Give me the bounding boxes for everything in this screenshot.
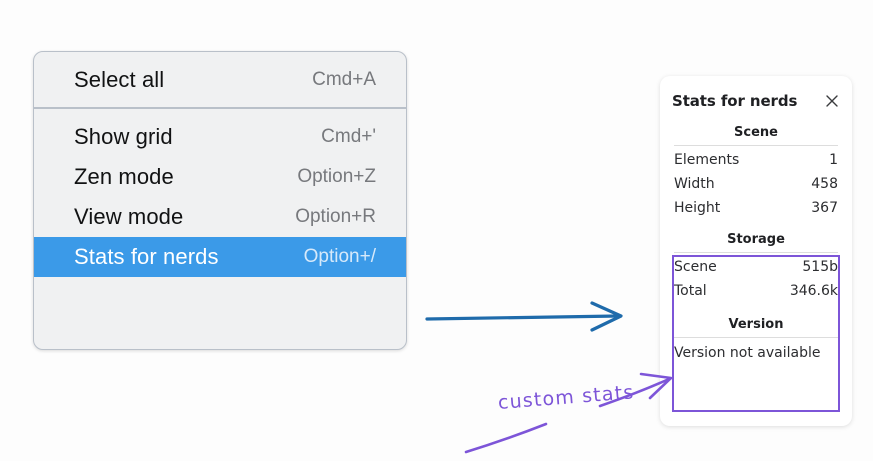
stats-section-heading-scene: Scene [734,125,778,140]
stats-for-nerds-panel: Stats for nerds Scene Elements 1 Width 4… [660,76,852,426]
stats-panel-header: Stats for nerds [672,88,840,114]
stat-row: Height 367 [672,196,840,220]
menu-item-label: Show grid [74,124,173,149]
stat-label: Total [674,283,707,299]
menu-item-label: View mode [74,204,184,229]
version-note: Version not available [674,345,821,361]
menu-item-stats-for-nerds[interactable]: Stats for nerds Option+/ [34,237,406,277]
menu-group-2: Show grid Cmd+' Zen mode Option+Z View m… [34,107,406,284]
purple-underline-stroke [464,422,548,454]
handwritten-annotation-label: custom stats [497,381,636,414]
section-divider [674,145,838,146]
menu-item-shortcut: Cmd+A [312,69,376,90]
menu-item-select-all[interactable]: Select all Cmd+A [34,60,406,100]
menu-item-shortcut: Option+/ [303,246,376,267]
stat-row: Total 346.6k [672,279,840,303]
stat-row: Width 458 [672,172,840,196]
stats-section-heading-version: Version [728,317,784,332]
menu-item-show-grid[interactable]: Show grid Cmd+' [34,117,406,157]
stat-value: 367 [811,200,838,216]
menu-item-label: Stats for nerds [74,244,219,269]
stat-label: Elements [674,152,740,168]
menu-item-view-mode[interactable]: View mode Option+R [34,197,406,237]
menu-item-label: Select all [74,67,165,92]
close-icon[interactable] [824,93,840,109]
stat-value: 515b [802,259,838,275]
menu-item-shortcut: Cmd+' [321,126,376,147]
stats-section-heading-storage: Storage [727,232,785,247]
blue-arrow-annotation [425,301,623,332]
menu-item-label: Zen mode [74,164,174,189]
menu-item-zen-mode[interactable]: Zen mode Option+Z [34,157,406,197]
stat-row: Scene 515b [672,255,840,279]
stat-value: 458 [811,176,838,192]
menu-item-shortcut: Option+R [295,206,376,227]
stat-label: Height [674,200,721,216]
stat-value: 346.6k [789,283,838,299]
section-divider [674,337,838,338]
stat-label: Width [674,176,715,192]
stats-panel-content: Stats for nerds Scene Elements 1 Width 4… [672,88,840,366]
stat-label: Scene [674,259,717,275]
menu-group-1: Select all Cmd+A [34,52,406,107]
stat-row: Elements 1 [672,148,840,172]
stats-panel-title: Stats for nerds [672,92,798,110]
menu-item-shortcut: Option+Z [297,166,376,187]
section-divider [674,252,838,253]
context-menu: Select all Cmd+A Show grid Cmd+' Zen mod… [33,51,407,350]
stat-value: 1 [829,152,838,168]
